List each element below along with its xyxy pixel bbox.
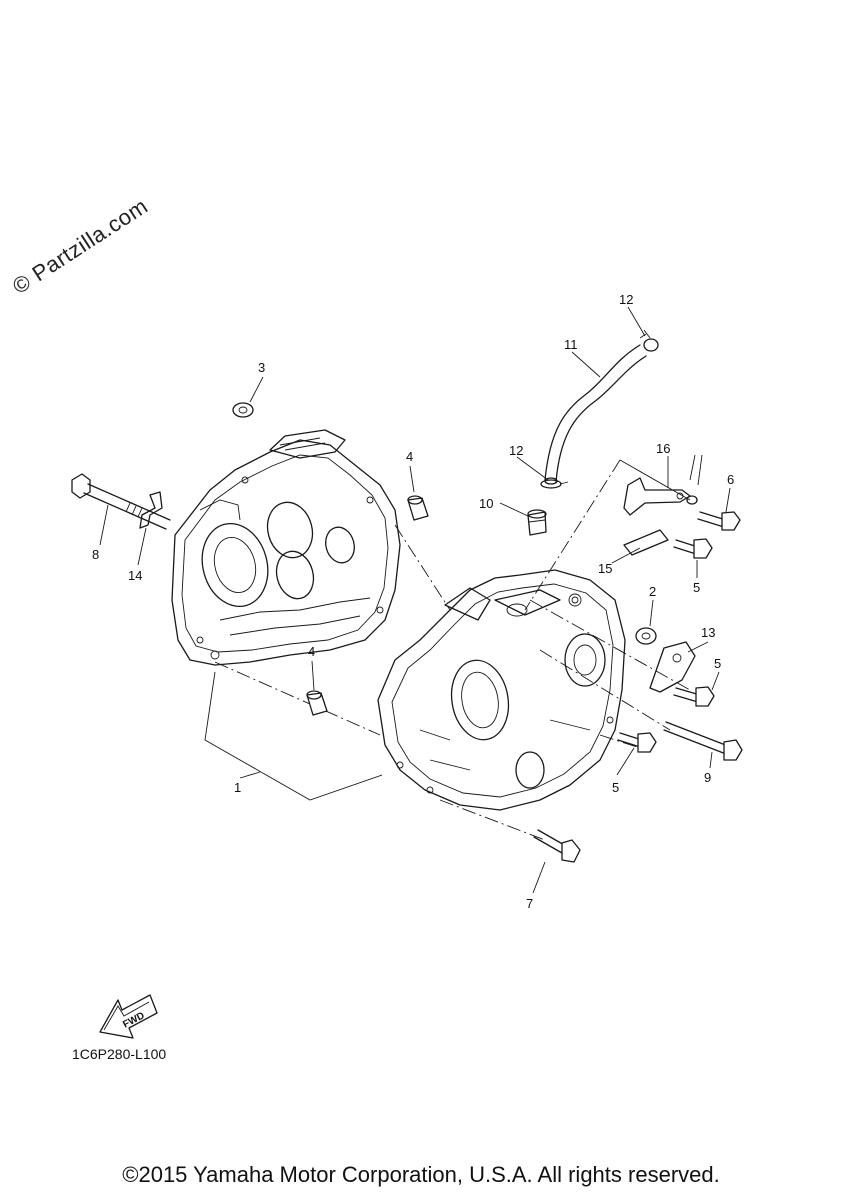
part-2-washer [635, 627, 657, 645]
part-5-bolt-upper [673, 538, 713, 559]
left-crankcase-half [171, 429, 401, 666]
part-12-clamp-upper [639, 329, 659, 352]
callout-8: 8 [92, 547, 99, 562]
callout-12-lower: 12 [509, 443, 523, 458]
part-8-bolt [71, 473, 171, 530]
callout-4-upper: 4 [406, 449, 413, 464]
alignment-lines [214, 459, 691, 841]
part-3-washer [232, 402, 254, 418]
callout-13: 13 [701, 625, 715, 640]
callout-12-upper: 12 [619, 292, 633, 307]
callout-5-lower: 5 [612, 780, 619, 795]
callout-9: 9 [704, 770, 711, 785]
callout-2: 2 [649, 584, 656, 599]
callout-6: 6 [727, 472, 734, 487]
callout-14: 14 [128, 568, 142, 583]
callout-7: 7 [526, 896, 533, 911]
part-11-breather-hose [544, 344, 647, 485]
part-5-bolt-lower [617, 732, 657, 753]
callout-11: 11 [564, 337, 578, 352]
part-9-bolt [663, 721, 743, 761]
callout-5-middle: 5 [714, 656, 721, 671]
callout-10: 10 [479, 496, 493, 511]
copyright-notice: ©2015 Yamaha Motor Corporation, U.S.A. A… [122, 1162, 720, 1187]
part-16-bracket [623, 454, 703, 516]
part-4-dowel-lower [306, 690, 328, 716]
callout-16: 16 [656, 441, 670, 456]
callout-1: 1 [234, 780, 241, 795]
callout-5-upper: 5 [693, 580, 700, 595]
leader-lines [99, 306, 731, 894]
part-13-plate [649, 641, 696, 693]
callout-4-lower: 4 [308, 644, 315, 659]
part-7-bolt [533, 829, 581, 863]
part-10-fitting [527, 509, 547, 536]
part-4-dowel-upper [407, 495, 429, 521]
callout-15: 15 [598, 561, 612, 576]
part-15-plate [623, 529, 669, 556]
right-crankcase-half [377, 569, 626, 811]
part-5-bolt-middle [673, 686, 715, 707]
callout-3: 3 [258, 360, 265, 375]
part-6-bolt [697, 511, 741, 531]
callout-labels: 1 2 3 4 4 5 5 5 6 7 8 9 10 11 12 12 13 1… [92, 292, 734, 911]
fwd-arrow-icon: FWD [99, 994, 158, 1039]
drawing-code: 1C6P280-L100 [72, 1046, 167, 1062]
part-12-clamp-lower [540, 479, 569, 489]
part-14-clip [139, 491, 163, 529]
